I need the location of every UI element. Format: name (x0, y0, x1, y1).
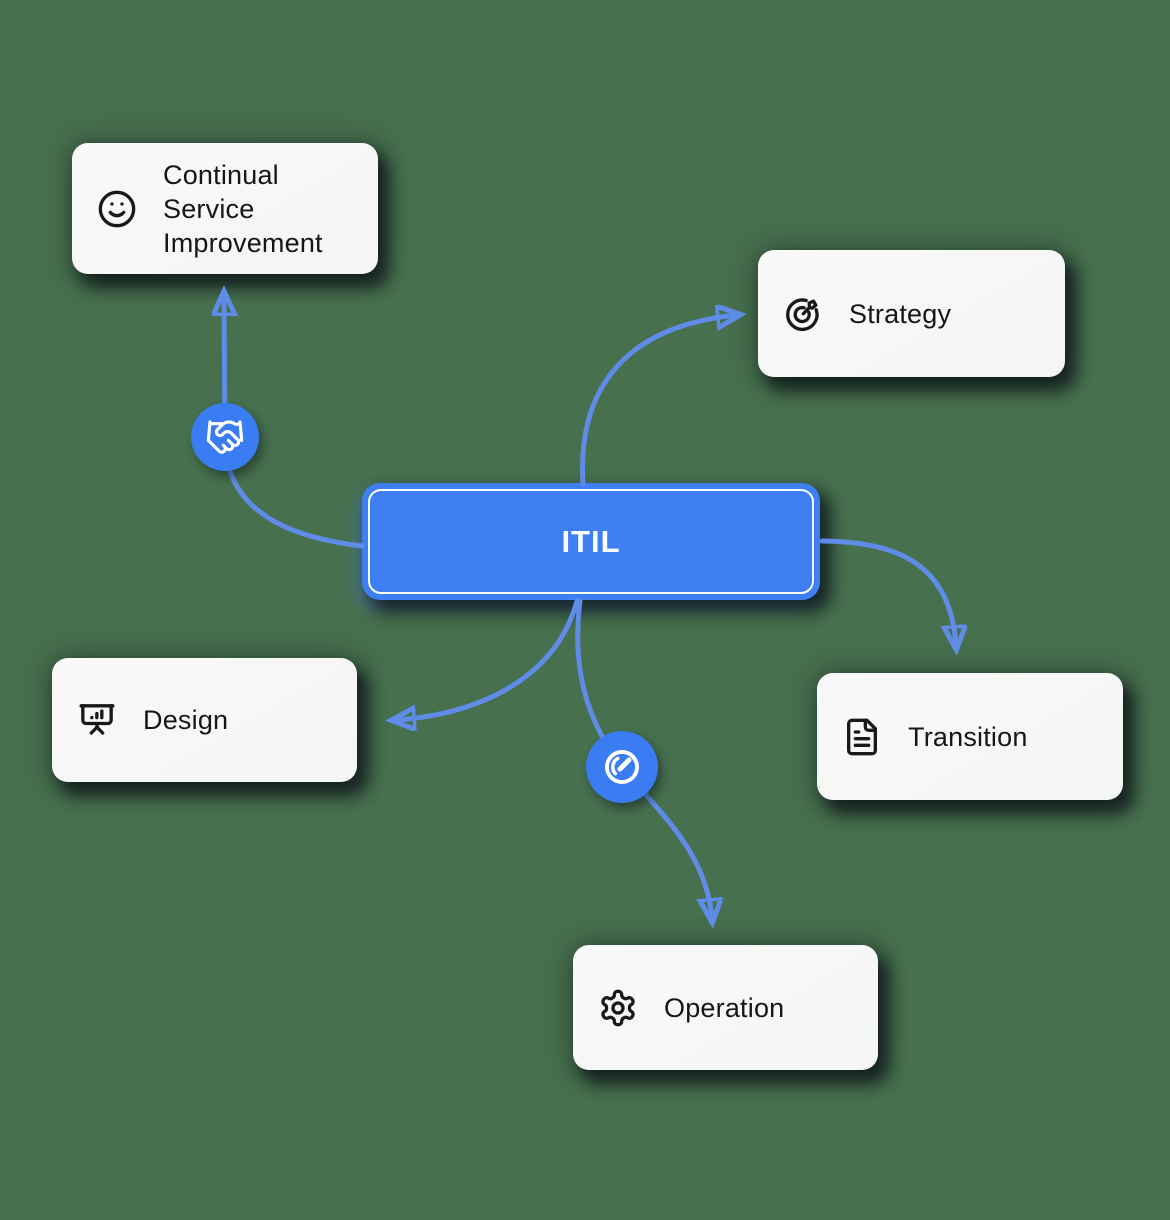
gear-icon (598, 988, 638, 1028)
itil-title: ITIL (561, 523, 621, 559)
node-label: Operation (664, 992, 785, 1023)
gauge-icon (601, 746, 643, 788)
node-transition[interactable]: Transition (817, 673, 1123, 800)
node-operation[interactable]: Operation (573, 945, 878, 1070)
node-continual-service-improvement[interactable]: Continual Service Improvement (72, 143, 378, 274)
connector-itil-transition (819, 538, 956, 645)
smile-icon (97, 189, 137, 229)
goal-target-arrow-icon (783, 294, 823, 334)
handshake-badge[interactable] (191, 403, 259, 471)
file-text-icon (842, 717, 882, 757)
node-label: Transition (908, 721, 1028, 752)
gauge-badge[interactable] (586, 731, 658, 803)
node-itil[interactable]: ITIL (362, 483, 820, 600)
connector-itil-design (396, 598, 580, 720)
handshake-icon (205, 417, 245, 457)
presentation-chart-icon (77, 700, 117, 740)
node-label: Strategy (849, 298, 952, 329)
node-label: Design (143, 705, 229, 735)
connector-itil-strategy (580, 315, 736, 487)
node-label: Continual Service Improvement (163, 159, 323, 258)
node-design[interactable]: Design (52, 658, 357, 782)
node-strategy[interactable]: Strategy (758, 250, 1065, 377)
